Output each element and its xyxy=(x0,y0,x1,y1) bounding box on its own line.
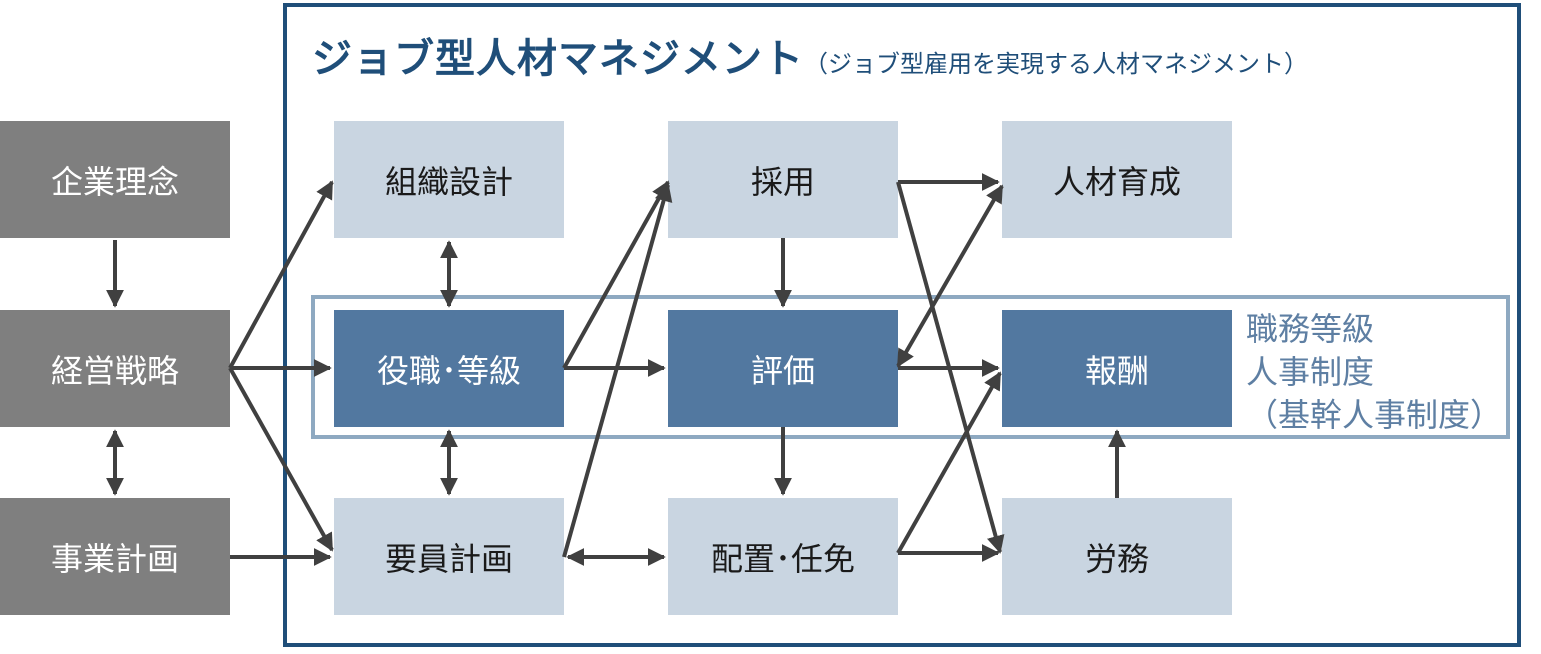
arrow-placement-compensation xyxy=(896,371,1002,554)
arrow-strategy-org-design xyxy=(228,180,334,369)
band-label-line1: 職務等級 xyxy=(1246,310,1375,348)
arrow-grade-recruitment xyxy=(562,180,670,369)
arrow-development-evaluation xyxy=(896,184,1004,368)
diagram-title: ジョブ型人材マネジメント（ジョブ型雇用を実現する人材マネジメント） xyxy=(312,26,1308,84)
node-development: 人材育成 xyxy=(1002,121,1232,238)
node-compensation: 報酬 xyxy=(1002,310,1232,427)
title-main: ジョブ型人材マネジメント xyxy=(312,36,804,82)
node-business-plan: 事業計画 xyxy=(0,498,230,615)
node-strategy: 経営戦略 xyxy=(0,310,230,427)
node-recruitment: 採用 xyxy=(668,121,898,238)
title-sub: （ジョブ型雇用を実現する人材マネジメント） xyxy=(804,50,1308,78)
node-placement: 配置･任免 xyxy=(668,498,898,615)
node-philosophy: 企業理念 xyxy=(0,121,230,238)
node-labor: 労務 xyxy=(1002,498,1232,615)
node-org-design: 組織設計 xyxy=(334,121,564,238)
jobtype-hr-frame xyxy=(283,3,1521,647)
band-label-line3: （基幹人事制度） xyxy=(1246,396,1503,434)
node-grade: 役職･等級 xyxy=(334,310,564,427)
node-staffing: 要員計画 xyxy=(334,498,564,615)
band-label-line2: 人事制度 xyxy=(1246,353,1375,391)
arrow-strategy-staffing xyxy=(228,367,334,552)
arrow-staffing-recruitment xyxy=(562,183,673,558)
band-label: 職務等級 人事制度 （基幹人事制度） xyxy=(1246,308,1502,437)
node-evaluation: 評価 xyxy=(668,310,898,427)
